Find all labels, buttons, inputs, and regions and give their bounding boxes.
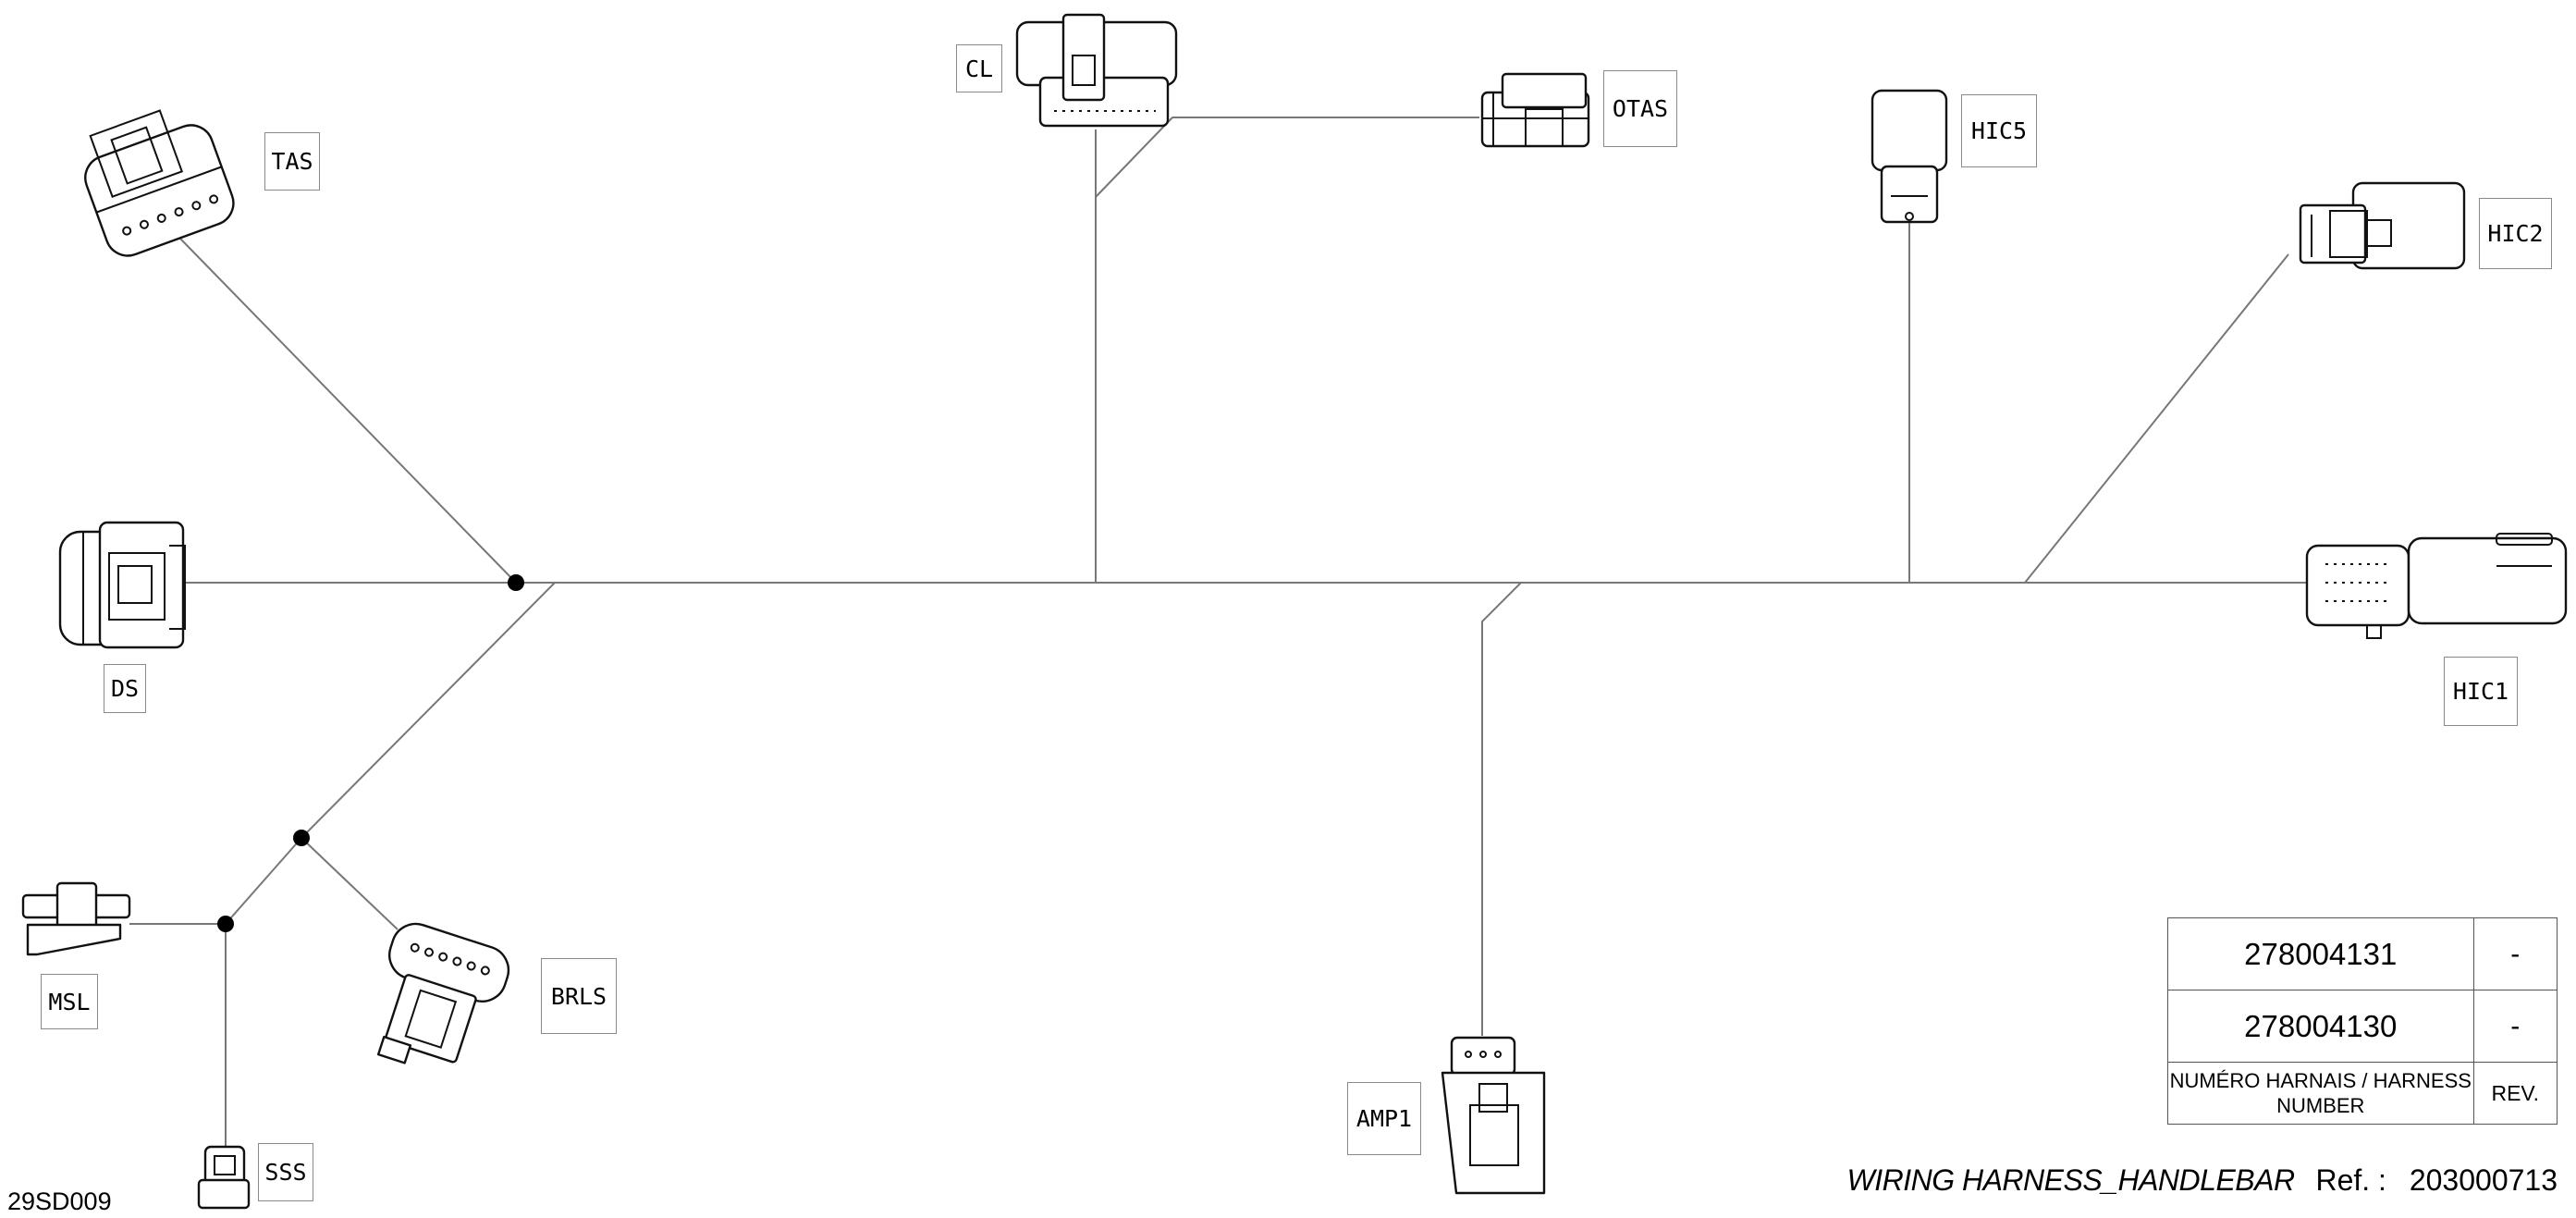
connector-label-brls: BRLS: [541, 958, 617, 1034]
table-row: 278004131 -: [2167, 917, 2558, 990]
junction-dot-branch: [293, 830, 310, 846]
junction-dot-main: [508, 574, 524, 591]
connector-label-ds: DS: [104, 664, 146, 713]
wire-otas: [1095, 117, 1479, 198]
connector-label-cl: CL: [956, 44, 1002, 92]
ref-label: Ref. :: [2315, 1163, 2386, 1197]
sss-connector-icon: [197, 1145, 251, 1210]
connector-label-msl: MSL: [41, 974, 98, 1029]
hic1-connector-icon: [2305, 533, 2568, 639]
connector-label-otas: OTAS: [1603, 70, 1677, 147]
junction-dot-msl: [217, 916, 234, 932]
wires: [129, 117, 2312, 1151]
wire-msl-junction: [225, 837, 302, 925]
hic2-connector-icon: [2299, 181, 2466, 270]
rev-cell: -: [2472, 917, 2558, 990]
connector-label-hic1: HIC1: [2444, 657, 2518, 726]
amp1-connector-icon: [1441, 1036, 1546, 1195]
connector-label-hic2: HIC2: [2479, 198, 2552, 269]
table-header-row: NUMÉRO HARNAIS / HARNESS NUMBER REV.: [2167, 1062, 2558, 1125]
connector-label-sss: SSS: [258, 1143, 313, 1201]
rev-header: REV.: [2472, 1062, 2558, 1125]
cl-connector-icon: [1015, 13, 1178, 128]
ds-connector-icon: [58, 521, 186, 649]
wire-amp1: [1481, 582, 1522, 1036]
ref-value: 203000713: [2409, 1163, 2558, 1197]
table-row: 278004130 -: [2167, 990, 2558, 1063]
hic5-connector-icon: [1871, 89, 1948, 224]
revision-table: 278004131 - 278004130 - NUMÉRO HARNAIS /…: [2167, 917, 2558, 1125]
drawing-title: WIRING HARNESS_HANDLEBAR: [1846, 1163, 2295, 1197]
wire-brls: [301, 837, 399, 930]
part-number-cell: 278004131: [2167, 917, 2474, 990]
harness-number-header: NUMÉRO HARNAIS / HARNESS NUMBER: [2167, 1062, 2474, 1125]
connector-label-tas: TAS: [264, 132, 320, 191]
footer: WIRING HARNESS_HANDLEBAR Ref. : 20300071…: [1846, 1163, 2558, 1198]
brls-connector-icon: [376, 922, 510, 1064]
connector-label-hic5: HIC5: [1961, 94, 2037, 167]
wire-tas: [179, 238, 517, 584]
wire-lower-branch: [301, 582, 556, 839]
rev-cell: -: [2472, 990, 2558, 1063]
part-number-cell: 278004130: [2167, 990, 2474, 1063]
msl-connector-icon: [21, 881, 131, 956]
wire-hic2: [2024, 253, 2289, 584]
connector-label-amp1: AMP1: [1347, 1082, 1421, 1155]
drawing-id: 29SD009: [7, 1187, 112, 1215]
otas-connector-icon: [1480, 72, 1590, 148]
tas-connector-icon: [84, 109, 235, 257]
